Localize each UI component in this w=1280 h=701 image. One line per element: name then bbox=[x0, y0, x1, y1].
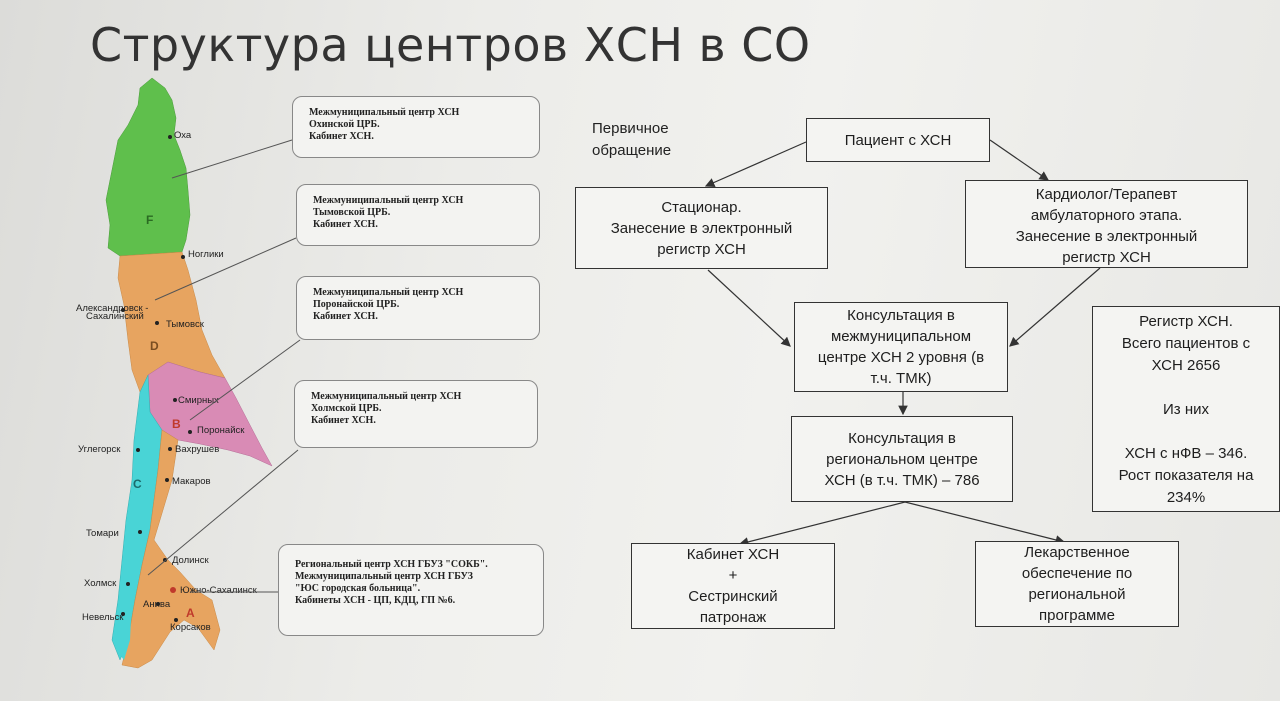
city-nogliki: Ноглики bbox=[188, 249, 224, 260]
flow-drugs-line: программе bbox=[1039, 607, 1115, 624]
regional-box-line: Межмуниципальный центр ХСН bbox=[313, 287, 464, 298]
flow-consult-reg-line: региональном центре bbox=[826, 450, 978, 468]
city-uglegorsk: Углегорск bbox=[78, 444, 121, 455]
flow-cardiologist-line: амбулаторного этапа. bbox=[1030, 207, 1183, 224]
city-vakhrushev: Вахрушев bbox=[175, 444, 219, 455]
flow-hospital-line: Стационар. bbox=[661, 198, 742, 216]
flow-cabinet-line: Кабинет ХСН bbox=[686, 546, 780, 563]
regional-box-kholmsk: Межмуниципальный центр ХСН Холмской ЦРБ.… bbox=[294, 380, 538, 448]
city-korsakov: Корсаков bbox=[170, 622, 211, 633]
registry-line: Регистр ХСН. bbox=[1139, 313, 1233, 330]
city-makarov: Макаров bbox=[172, 476, 211, 487]
flow-cabinet-box: Кабинет ХСН + Сестринский патронаж bbox=[631, 543, 835, 629]
registry-line bbox=[1097, 421, 1275, 443]
registry-line: 234% bbox=[1166, 489, 1206, 506]
flow-consult-reg-line: ХСН (в т.ч. ТМК) – 786 bbox=[824, 471, 980, 489]
flow-patient-text: Пациент с ХСН bbox=[844, 131, 952, 149]
city-smirnykh: Смирных bbox=[178, 395, 219, 406]
regional-box-line: Кабинет ХСН. bbox=[313, 219, 378, 230]
flow-cardiologist-line: Занесение в электронный bbox=[1015, 228, 1198, 245]
flow-drugs-line: обеспечение по bbox=[1021, 565, 1133, 582]
first-contact-label: Первичное обращение bbox=[592, 118, 671, 162]
city-yuzhno: Южно-Сахалинск bbox=[180, 585, 258, 596]
city-aleksandrovsk-2: Сахалинский bbox=[86, 311, 144, 322]
zone-label-c: C bbox=[133, 477, 142, 491]
regional-box-line: Региональный центр ХСН ГБУЗ "СОКБ". bbox=[295, 559, 488, 570]
regional-box-line: Межмуниципальный центр ХСН bbox=[309, 107, 460, 118]
zone-label-b: B bbox=[172, 417, 181, 431]
map-connectors bbox=[147, 139, 301, 593]
city-tymovsk: Тымовск bbox=[166, 319, 205, 330]
city-tomari: Томари bbox=[86, 528, 119, 539]
flow-hospital-line: Занесение в электронный bbox=[610, 219, 793, 237]
city-dots bbox=[121, 135, 192, 622]
flow-drugs-line: региональной bbox=[1028, 586, 1126, 603]
map-zone-a bbox=[121, 429, 221, 669]
flow-arrows bbox=[704, 139, 1101, 547]
flow-cabinet-line: Сестринский bbox=[688, 588, 778, 605]
flow-consult-mm-line: межмуниципальном bbox=[830, 328, 972, 345]
flow-patient-box: Пациент с ХСН bbox=[806, 118, 990, 162]
flow-hospital-line: регистр ХСН bbox=[657, 240, 746, 258]
flow-consult-mm-box: Консультация в межмуниципальном центре Х… bbox=[794, 302, 1008, 392]
first-contact-line: обращение bbox=[592, 142, 672, 159]
regional-box-line: Кабинеты ХСН - ЦП, КДЦ, ГП №6. bbox=[295, 595, 456, 606]
zone-label-f: F bbox=[146, 213, 153, 227]
regional-box-line: Межмуниципальный центр ХСН ГБУЗ bbox=[295, 571, 473, 582]
regional-box-line: Кабинет ХСН. bbox=[311, 415, 376, 426]
flow-consult-mm-line: Консультация в bbox=[847, 307, 955, 324]
registry-line: Рост показателя на bbox=[1118, 467, 1254, 484]
map-zone-f bbox=[105, 77, 191, 257]
flow-cardiologist-line: Кардиолог/Терапевт bbox=[1035, 186, 1178, 203]
city-poronaisk: Поронайск bbox=[197, 425, 245, 436]
registry-line: ХСН с нФВ – 346. bbox=[1124, 445, 1248, 462]
regional-box-line: Охинской ЦРБ. bbox=[309, 119, 380, 130]
regional-box-line: Кабинет ХСН. bbox=[309, 131, 374, 142]
regional-box-okha: Межмуниципальный центр ХСН Охинской ЦРБ.… bbox=[292, 96, 540, 158]
city-nevelsk: Невельск bbox=[82, 612, 124, 623]
slide-title: Структура центров ХСН в СО bbox=[90, 18, 811, 72]
regional-box-line: Кабинет ХСН. bbox=[313, 311, 378, 322]
flow-consult-reg-line: Консультация в bbox=[848, 429, 956, 447]
city-aleksandrovsk-1: Александровск - bbox=[76, 303, 148, 314]
map-zone-c-south bbox=[116, 600, 132, 660]
registry-line: Из них bbox=[1163, 401, 1209, 418]
regional-box-line: Межмуниципальный центр ХСН bbox=[311, 391, 462, 402]
flow-drugs-box: Лекарственное обеспечение по регионально… bbox=[975, 541, 1179, 627]
regional-box-line: "ЮС городская больница". bbox=[295, 583, 421, 594]
regional-box-line: Поронайской ЦРБ. bbox=[313, 299, 400, 310]
city-kholmsk: Холмск bbox=[84, 578, 117, 589]
regional-box-line: Холмской ЦРБ. bbox=[311, 403, 382, 414]
flow-consult-reg-box: Консультация в региональном центре ХСН (… bbox=[791, 416, 1013, 502]
flow-cabinet-line: + bbox=[728, 567, 738, 584]
regional-box-line: Межмуниципальный центр ХСН bbox=[313, 195, 464, 206]
flow-cardiologist-box: Кардиолог/Терапевт амбулаторного этапа. … bbox=[965, 180, 1248, 268]
registry-box: Регистр ХСН. Всего пациентов с ХСН 2656 … bbox=[1092, 306, 1280, 512]
flow-hospital-box: Стационар. Занесение в электронный регис… bbox=[575, 187, 828, 269]
flow-cabinet-line: патронаж bbox=[699, 609, 767, 626]
regional-box-poronaisk: Межмуниципальный центр ХСН Поронайской Ц… bbox=[296, 276, 540, 340]
zone-label-d: D bbox=[150, 339, 159, 353]
registry-line: Всего пациентов с bbox=[1121, 335, 1251, 352]
first-contact-line: Первичное bbox=[592, 120, 669, 137]
flow-consult-mm-line: центре ХСН 2 уровня (в bbox=[817, 349, 985, 366]
regional-box-line: Тымовской ЦРБ. bbox=[313, 207, 391, 218]
city-dolinsk: Долинск bbox=[172, 555, 209, 566]
flow-cardiologist-line: регистр ХСН bbox=[1062, 249, 1151, 266]
flow-consult-mm-line: т.ч. ТМК) bbox=[870, 370, 932, 387]
regional-box-yuzhno: Региональный центр ХСН ГБУЗ "СОКБ". Межм… bbox=[278, 544, 544, 636]
registry-line bbox=[1097, 377, 1275, 399]
city-okha: Оха bbox=[174, 130, 192, 141]
flow-drugs-line: Лекарственное bbox=[1024, 544, 1130, 561]
city-aniva: Анива bbox=[143, 599, 171, 610]
regional-box-tymovsk: Межмуниципальный центр ХСН Тымовской ЦРБ… bbox=[296, 184, 540, 246]
registry-line: ХСН 2656 bbox=[1151, 357, 1221, 374]
zone-label-a: A bbox=[186, 606, 195, 620]
